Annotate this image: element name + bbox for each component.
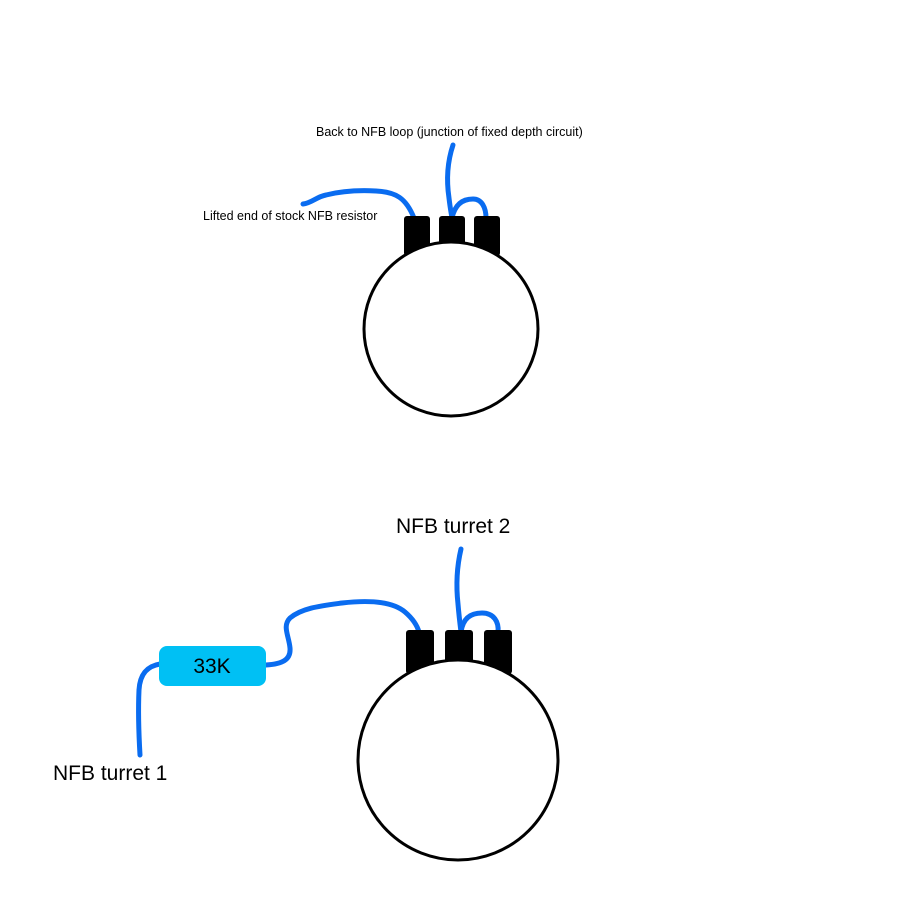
bottom-wire-jumper-middle-to-right xyxy=(458,610,501,635)
top-potentiometer-diagram: Back to NFB loop (junction of fixed dept… xyxy=(203,125,583,418)
top-pot-body xyxy=(362,240,540,418)
resistor-value-label: 33K xyxy=(193,655,230,678)
label-back-to-nfb-loop: Back to NFB loop (junction of fixed dept… xyxy=(316,125,583,139)
label-nfb-turret-1: NFB turret 1 xyxy=(53,762,167,785)
resistor-33k xyxy=(159,646,266,686)
top-wire-jumper-middle-to-right xyxy=(449,196,489,221)
label-lifted-end-of-stock-nfb-resistor: Lifted end of stock NFB resistor xyxy=(203,209,377,223)
label-nfb-turret-2: NFB turret 2 xyxy=(396,515,510,538)
bottom-potentiometer-diagram: 33K NFB turret 2 NFB turret 1 xyxy=(53,515,560,862)
bottom-wire-turret-1-to-resistor xyxy=(136,661,163,758)
bottom-pot-lug-1 xyxy=(406,630,434,674)
top-wire-lifted-resistor-end xyxy=(300,188,417,221)
bottom-pot-body xyxy=(356,658,560,862)
bottom-wire-resistor-to-pot xyxy=(263,599,422,668)
bottom-wire-nfb-turret-2 xyxy=(454,546,464,635)
top-wire-nfb-loop xyxy=(445,142,456,221)
bottom-pot-lug-3 xyxy=(484,630,512,674)
